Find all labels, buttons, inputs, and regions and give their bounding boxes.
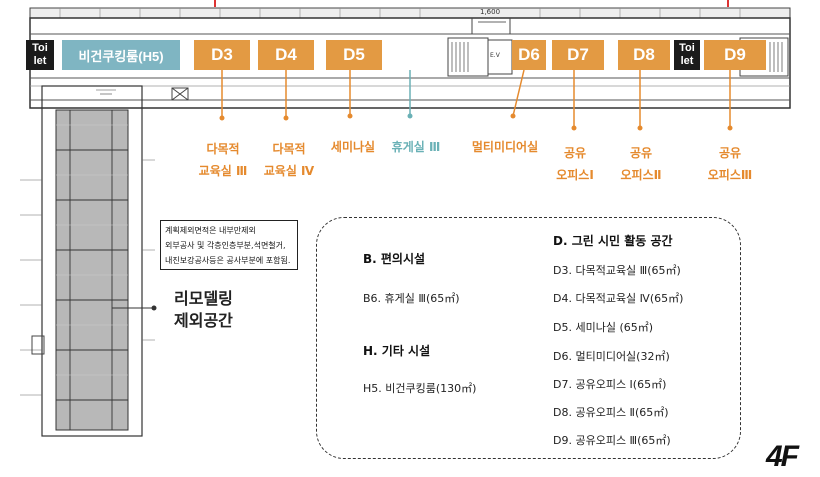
remodel-line: 리모델링 (174, 289, 233, 308)
legend-panel: B. 편의시설 B6. 휴게실 Ⅲ(65㎡) H. 기타 시설 H5. 비건쿠킹… (316, 217, 741, 459)
leader-dot (637, 125, 643, 131)
legend-d-item: D8. 공유오피스 Ⅱ(65㎡) (553, 406, 669, 419)
callout-line: 오피스Ⅲ (707, 168, 753, 182)
callout-d7: 공유 오피스Ⅰ (544, 142, 606, 186)
callout-d8: 공유 오피스Ⅱ (610, 142, 672, 186)
leader-dot (407, 113, 413, 119)
leader-d6 (512, 69, 525, 117)
elevator-label: E.V (490, 52, 500, 59)
room-d9: D9 (704, 40, 766, 70)
room-label: D9 (724, 45, 746, 64)
room-label: 비건쿠킹룸(H5) (78, 48, 164, 64)
callout-line: 공유 (563, 146, 587, 160)
callout-d4: 다목적 교육실 Ⅳ (256, 138, 322, 182)
room-label: D8 (633, 45, 655, 64)
room-d4: D4 (258, 40, 314, 70)
legend-h-item: H5. 비건쿠킹룸(130㎡) (363, 382, 477, 395)
toilet-left: Toi let (26, 40, 54, 70)
callout-line: 오피스Ⅰ (556, 168, 594, 182)
legend-d-item: D5. 세미나실 (65㎡) (553, 321, 654, 334)
callout-line: 휴게실 Ⅲ (391, 140, 441, 154)
legend-d-item: D3. 다목적교육실 Ⅲ(65㎡) (553, 264, 681, 277)
leader-dot (219, 115, 225, 121)
toilet-right: Toi let (674, 40, 700, 70)
callout-line: 다목적 (206, 142, 240, 156)
legend-h-title: H. 기타 시설 (363, 344, 431, 358)
callout-line: 교육실 Ⅲ (198, 164, 248, 178)
room-d6: D6 (512, 40, 546, 70)
note-line: 계획제외면적은 내부만제외 (165, 226, 256, 235)
toilet-label-line: Toi (679, 42, 695, 54)
room-label: D4 (275, 45, 297, 64)
callout-b6: 휴게실 Ⅲ (384, 136, 448, 158)
leader-dot (510, 113, 516, 119)
room-d7: D7 (552, 40, 604, 70)
note-line: 내진보강공사등은 공사부분에 포함됨. (165, 256, 291, 265)
room-h5: 비건쿠킹룸(H5) (62, 40, 180, 70)
legend-b-item: B6. 휴게실 Ⅲ(65㎡) (363, 292, 460, 305)
callout-line: 공유 (718, 146, 742, 160)
callout-d6: 멀티미디어실 (458, 136, 552, 158)
room-d3: D3 (194, 40, 250, 70)
remodel-line: 제외공간 (174, 311, 233, 330)
toilet-label-line: let (33, 55, 47, 67)
leader-dot (727, 125, 733, 131)
room-label: D5 (343, 45, 365, 64)
room-label: D7 (567, 45, 589, 64)
floor-label: 4F (766, 440, 799, 473)
remodel-excluded-label: 리모델링 제외공간 (174, 288, 233, 332)
toilet-label-line: let (680, 55, 694, 67)
room-label: D6 (518, 45, 540, 64)
callout-line: 세미나실 (330, 140, 376, 154)
legend-d-title: D. 그린 시민 활동 공간 (553, 234, 673, 248)
room-d5: D5 (326, 40, 382, 70)
leader-dot (571, 125, 577, 131)
leader-dot (347, 113, 353, 119)
callout-line: 공유 (629, 146, 653, 160)
legend-d-item: D9. 공유오피스 Ⅲ(65㎡) (553, 434, 671, 447)
callout-line: 다목적 (272, 142, 306, 156)
legend-d-item: D6. 멀티미디어실(32㎡) (553, 350, 670, 363)
room-label: D3 (211, 45, 233, 64)
toilet-label-line: Toi (32, 42, 48, 54)
note-line: 외부공사 및 각층인층부분,석면철거, (165, 241, 286, 250)
callout-line: 교육실 Ⅳ (263, 164, 315, 178)
callout-d9: 공유 오피스Ⅲ (696, 142, 764, 186)
legend-b-title: B. 편의시설 (363, 252, 426, 266)
legend-d-item: D4. 다목적교육실 Ⅳ(65㎡) (553, 292, 684, 305)
legend-d-item: D7. 공유오피스 Ⅰ(65㎡) (553, 378, 667, 391)
callout-d5: 세미나실 (320, 136, 386, 158)
leader-dot (283, 115, 289, 121)
callout-line: 멀티미디어실 (471, 140, 539, 154)
dimension-label: 1,600 (480, 8, 501, 16)
room-d8: D8 (618, 40, 670, 70)
callout-line: 오피스Ⅱ (620, 168, 662, 182)
exclusion-note: 계획제외면적은 내부만제외 외부공사 및 각층인층부분,석면철거, 내진보강공사… (160, 220, 298, 270)
callout-d3: 다목적 교육실 Ⅲ (190, 138, 256, 182)
